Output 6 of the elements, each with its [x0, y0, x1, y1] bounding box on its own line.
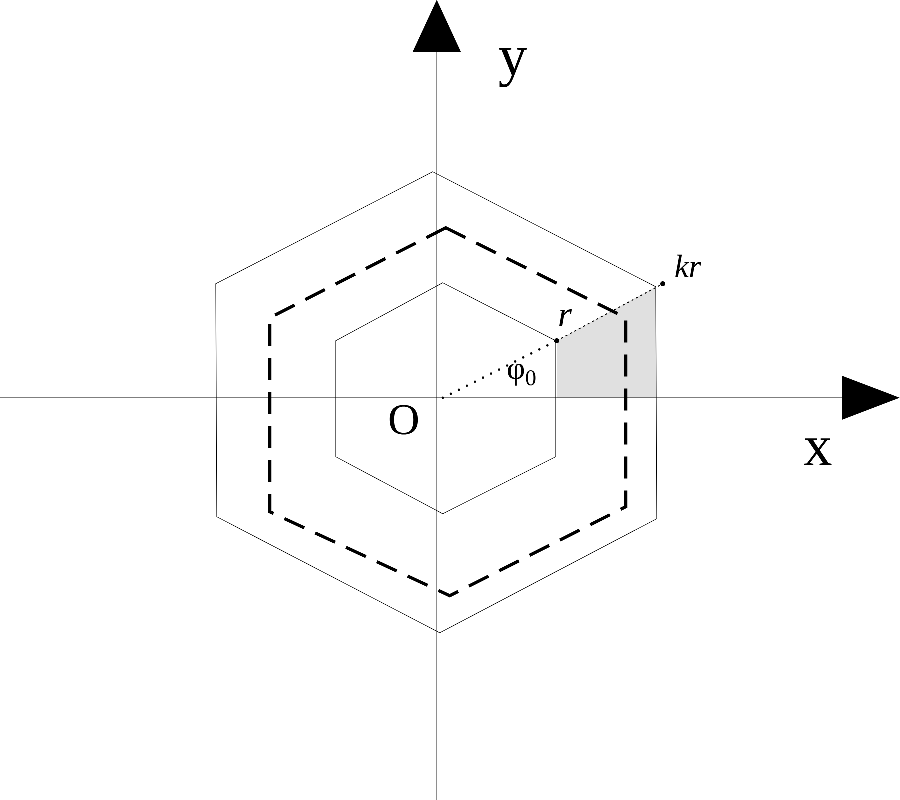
point-label: O [390, 405, 418, 435]
point-label: r [559, 310, 572, 326]
point-label: kr [676, 254, 702, 278]
point-label: φ$_{0}$ [508, 364, 536, 386]
axis-label: x [804, 438, 832, 466]
axis-label: y [499, 48, 528, 88]
